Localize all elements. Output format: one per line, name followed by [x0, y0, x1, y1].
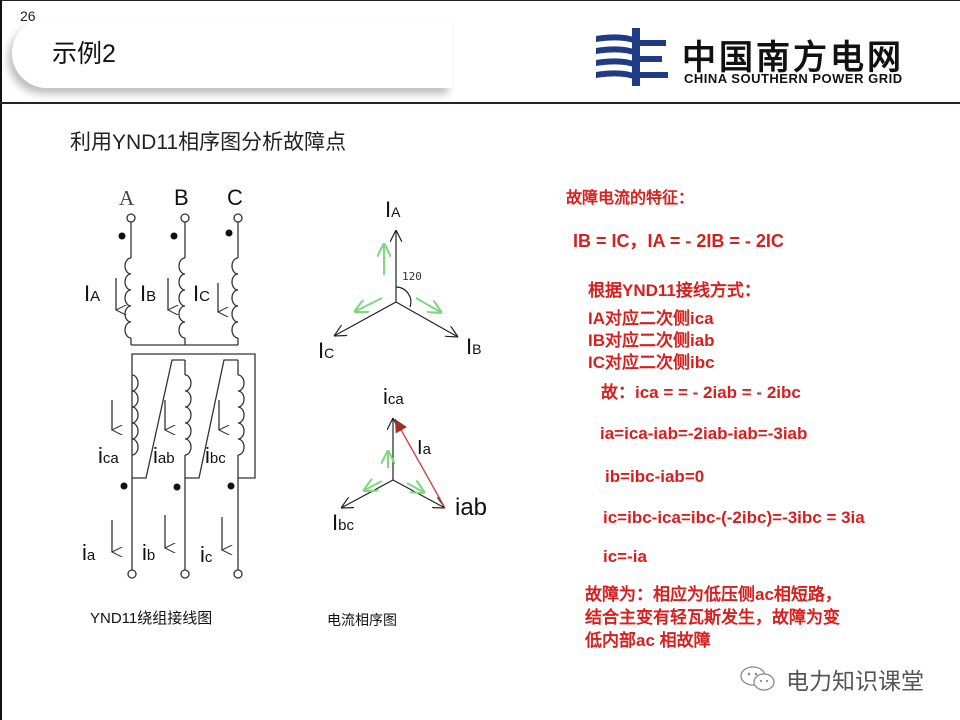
- label-IC: IC: [193, 281, 210, 306]
- terminal-label-b: B: [174, 185, 189, 210]
- fault-result-1: 故障为：相应为低压侧ac相短路，: [585, 585, 842, 604]
- terminal-label-c: C: [227, 185, 243, 210]
- title-tab: [12, 18, 452, 88]
- phasor-diagram-caption: 电流相序图: [327, 612, 397, 628]
- angle-label: 120: [402, 270, 422, 283]
- phasor-label-IA: IA: [385, 197, 401, 222]
- phasor-label-IC: IC: [318, 338, 335, 363]
- company-logo: 中国南方电网 CHINA SOUTHERN POWER GRID: [592, 28, 922, 88]
- phasor-label-iab: iab: [455, 494, 488, 521]
- phasor-label-ica: ica: [383, 384, 404, 409]
- fault-result-3: 低内部ac 相故障: [585, 631, 711, 650]
- mapping-2: IB对应二次侧iab: [588, 331, 715, 350]
- analysis-heading: 故障电流的特征：: [566, 190, 695, 207]
- winding-diagram-caption: YND11绕组接线图: [90, 610, 213, 627]
- logo-emblem-icon: [596, 28, 668, 86]
- equation-ic-final: ic=-ia: [603, 547, 647, 566]
- wechat-icon: [740, 666, 775, 691]
- label-iab: iab: [153, 443, 175, 468]
- basis-heading: 根据YND11接线方式：: [588, 281, 761, 300]
- slide-frame-top: [0, 0, 960, 1]
- watermark: 电力知识课堂: [738, 662, 924, 696]
- conclusion: 故：ica = = - 2iab = - 2ibc: [601, 383, 801, 402]
- slide-title: 示例2: [52, 40, 116, 68]
- mapping-1: IA对应二次侧ica: [588, 309, 714, 328]
- label-ia: ia: [82, 540, 96, 565]
- label-ica: ica: [98, 443, 119, 468]
- equation-ic: ic=ibc-ica=ibc-(-2ibc)=-3ibc = 3ia: [603, 508, 865, 527]
- logo-name-cn: 中国南方电网: [682, 38, 904, 78]
- phasor-label-ibc: Ibc: [332, 510, 354, 535]
- label-ibc: ibc: [205, 443, 226, 468]
- page-number: 26: [20, 8, 36, 24]
- logo-name-en: CHINA SOUTHERN POWER GRID: [684, 71, 903, 86]
- label-IA: IA: [84, 281, 101, 306]
- watermark-text: 电力知识课堂: [786, 668, 924, 694]
- fault-result-2: 结合主变有轻瓦斯发生，故障为变: [585, 608, 840, 627]
- equation-ib: ib=ibc-iab=0: [605, 467, 705, 486]
- label-ic: ic: [200, 542, 213, 567]
- slide-frame-left: [0, 0, 2, 720]
- phasor-label-IB: IB: [466, 334, 482, 359]
- mapping-3: IC对应二次侧ibc: [588, 353, 715, 372]
- label-IB: IB: [140, 281, 157, 306]
- header-divider: [0, 102, 960, 104]
- terminal-label-a: A: [119, 186, 135, 210]
- phasor-label-ia: Ia: [417, 437, 431, 459]
- label-ib: ib: [142, 540, 156, 565]
- equation-ia: ia=ica-iab=-2iab-iab=-3iab: [600, 424, 808, 443]
- slide-subtitle: 利用YND11相序图分析故障点: [70, 131, 347, 154]
- feature-equation: IB = IC，IA = - 2IB = - 2IC: [573, 231, 784, 251]
